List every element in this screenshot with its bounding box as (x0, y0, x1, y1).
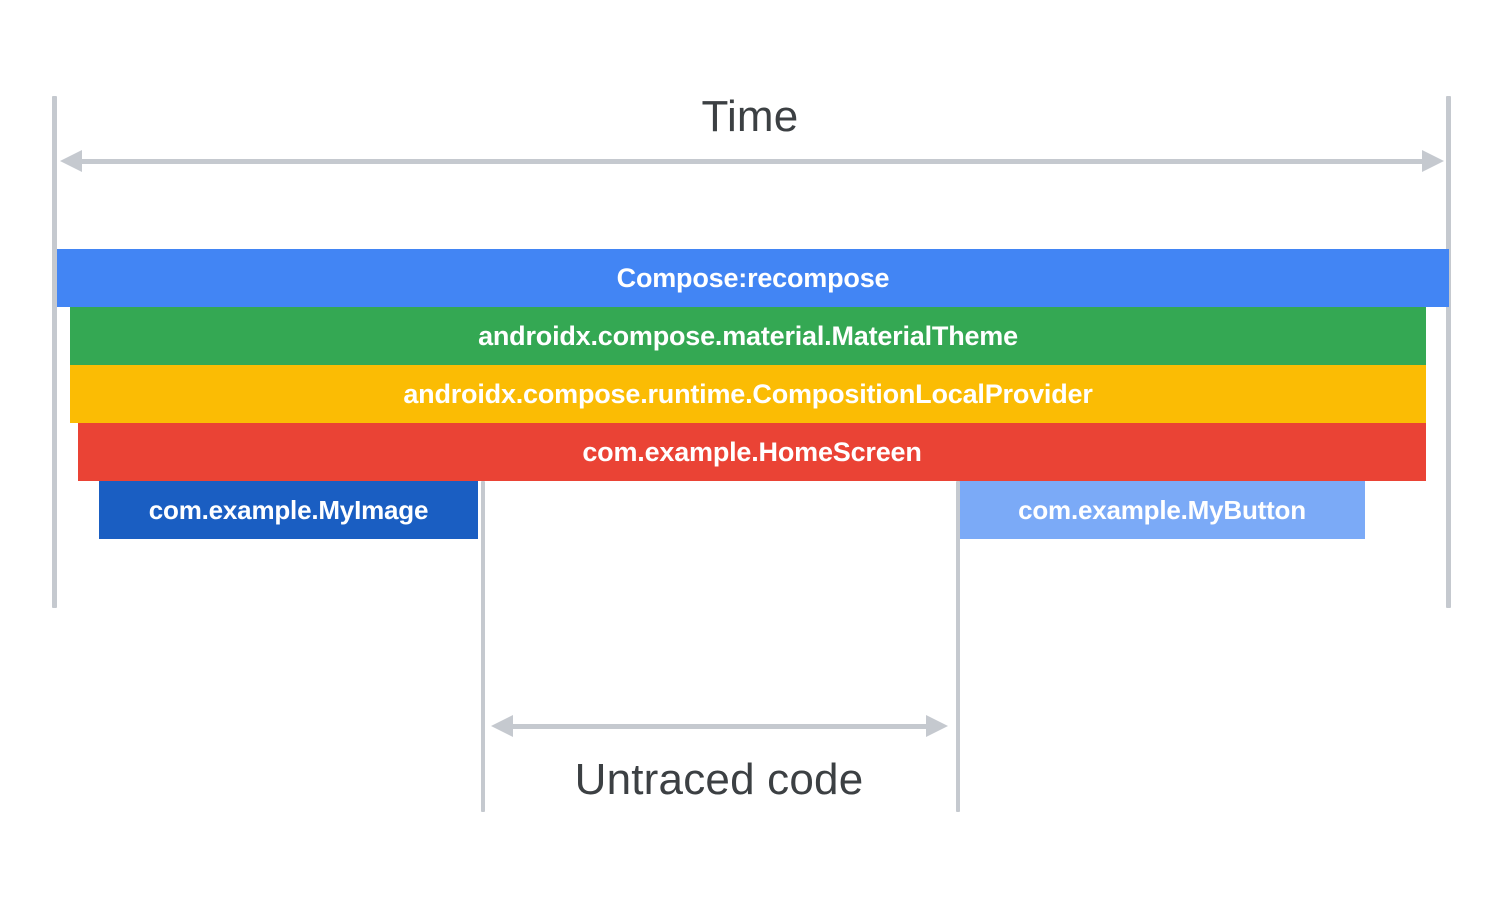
arrow-head-right-icon (926, 715, 948, 737)
arrow-shaft (82, 158, 1422, 164)
untraced-double-arrow (491, 715, 948, 737)
trace-bar-my-button[interactable]: com.example.MyButton (959, 481, 1365, 539)
untraced-left-guide-line (481, 481, 485, 812)
trace-bar-label: androidx.compose.material.MaterialTheme (478, 320, 1018, 351)
arrow-shaft (513, 723, 926, 729)
trace-bar-label: com.example.MyButton (1018, 494, 1306, 525)
trace-bar-label: Compose:recompose (616, 262, 890, 293)
arrow-head-left-icon (60, 150, 82, 172)
trace-bar-home-screen[interactable]: com.example.HomeScreen (78, 423, 1426, 481)
trace-bar-label: com.example.HomeScreen (582, 436, 922, 467)
trace-bar-label: androidx.compose.runtime.CompositionLoca… (403, 378, 1093, 409)
trace-bar-label: com.example.MyImage (148, 494, 429, 525)
trace-bar-composition-local-provider[interactable]: androidx.compose.runtime.CompositionLoca… (70, 365, 1426, 423)
arrow-head-left-icon (491, 715, 513, 737)
trace-bar-compose-recompose[interactable]: Compose:recompose (57, 249, 1449, 307)
trace-bar-my-image[interactable]: com.example.MyImage (99, 481, 478, 539)
untraced-code-label: Untraced code (574, 755, 864, 804)
left-axis-line (52, 96, 57, 608)
time-axis-label: Time (701, 92, 799, 141)
arrow-head-right-icon (1422, 150, 1444, 172)
right-axis-line (1446, 96, 1451, 608)
time-double-arrow (60, 150, 1444, 172)
trace-bar-material-theme[interactable]: androidx.compose.material.MaterialTheme (70, 307, 1426, 365)
untraced-right-guide-line (956, 481, 960, 812)
